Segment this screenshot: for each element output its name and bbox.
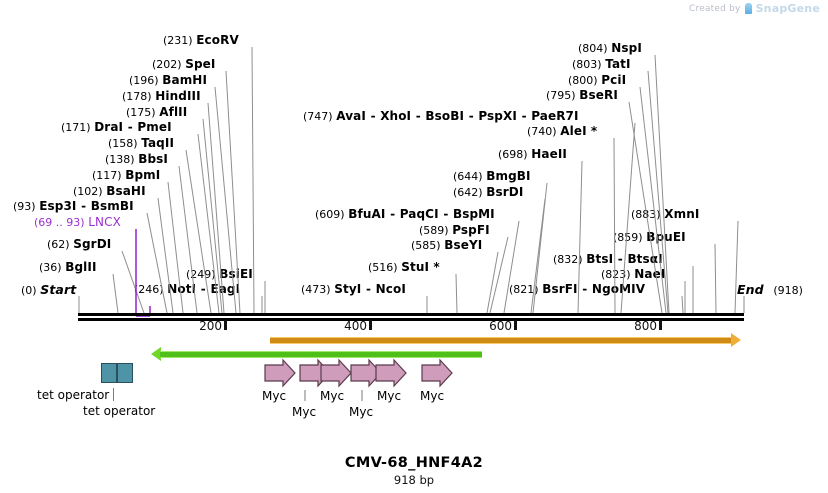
orf-green-reverse[interactable] bbox=[151, 347, 482, 361]
sequence-start-label[interactable]: (0) Start bbox=[21, 282, 77, 297]
enzyme-label-TatI[interactable]: (803) TatI bbox=[572, 57, 631, 72]
orf-orange-bar bbox=[270, 337, 732, 344]
enzyme-label-TaqII[interactable]: (158) TaqII bbox=[108, 136, 175, 151]
enzyme-label-PciI[interactable]: (800) PciI bbox=[568, 73, 627, 88]
enzyme-label-NotI-EagI[interactable]: (246) NotI - EagI bbox=[134, 282, 241, 297]
lncx-feature-bracket bbox=[135, 229, 151, 317]
enzyme-label-StyI-NcoI[interactable]: (473) StyI - NcoI bbox=[301, 282, 406, 297]
snapgene-logo-icon bbox=[744, 3, 752, 14]
enzyme-label-HaeII[interactable]: (698) HaeII bbox=[498, 147, 567, 162]
feature-label-myc-4[interactable]: Myc bbox=[349, 405, 374, 419]
enzyme-label-PspFI[interactable]: (589) PspFI bbox=[419, 223, 490, 238]
myc-arrow-2 bbox=[299, 358, 331, 388]
enzyme-label-BpuEI[interactable]: (859) BpuEI bbox=[613, 230, 686, 245]
enzyme-label-NaeI[interactable]: (823) NaeI bbox=[601, 267, 666, 282]
ruler-tick-600 bbox=[514, 320, 517, 330]
enzyme-label-AvaI-XhoI-BsoBI-PspXI-PaeR7I[interactable]: (747) AvaI - XhoI - BsoBI - PspXI - PaeR… bbox=[303, 109, 579, 124]
sequence-end-label[interactable]: End (918) bbox=[737, 282, 803, 297]
enzyme-label-EcoRV[interactable]: (231) EcoRV bbox=[163, 33, 239, 48]
enzyme-label-AflII[interactable]: (175) AflII bbox=[126, 105, 188, 120]
myc-arrow-3 bbox=[320, 358, 352, 388]
feature-label-tet-operator-1[interactable]: tet operator bbox=[37, 388, 110, 402]
feature-label-tet-operator-2[interactable]: tet operator bbox=[83, 404, 156, 418]
ruler-label-600: 600 bbox=[489, 319, 512, 333]
enzyme-label-BsiEI[interactable]: (249) BsiEI bbox=[186, 267, 253, 282]
enzyme-label-BsrFI-NgoMIV[interactable]: (821) BsrFI - NgoMIV bbox=[509, 282, 646, 297]
feature-box-tet-operator-2[interactable] bbox=[117, 363, 133, 383]
feature-label-LNCX[interactable]: (69 .. 93) LNCX bbox=[34, 215, 121, 230]
enzyme-label-StuI[interactable]: (516) StuI * bbox=[368, 260, 440, 275]
myc-arrow-1 bbox=[264, 358, 296, 388]
watermark-prefix: Created by bbox=[689, 3, 741, 14]
plasmid-length: 918 bp bbox=[393, 473, 435, 487]
ruler-tick-400 bbox=[369, 320, 372, 330]
ruler-label-400: 400 bbox=[344, 319, 367, 333]
ruler-tick-200 bbox=[224, 320, 227, 330]
sequence-backbone-top bbox=[78, 313, 744, 316]
watermark-brand: SnapGene bbox=[755, 2, 820, 15]
ruler-label-800: 800 bbox=[634, 319, 657, 333]
orf-green-arrowhead bbox=[151, 347, 161, 361]
enzyme-label-SpeI[interactable]: (202) SpeI bbox=[152, 57, 216, 72]
feature-label-myc-1[interactable]: Myc bbox=[262, 389, 287, 403]
enzyme-label-AleI[interactable]: (740) AleI * bbox=[527, 124, 598, 139]
enzyme-label-BseRI[interactable]: (795) BseRI bbox=[546, 88, 618, 103]
ruler-label-200: 200 bbox=[199, 319, 222, 333]
enzyme-label-BmgBI[interactable]: (644) BmgBI bbox=[453, 169, 531, 184]
feature-box-tet-operator-1[interactable] bbox=[101, 363, 117, 383]
sequence-backbone-bottom bbox=[78, 318, 744, 321]
feature-label-myc-6[interactable]: Myc bbox=[420, 389, 445, 403]
feature-label-myc-3[interactable]: Myc bbox=[320, 389, 345, 403]
ruler-tick-800 bbox=[659, 320, 662, 330]
enzyme-label-BamHI[interactable]: (196) BamHI bbox=[129, 73, 208, 88]
orf-orange-arrowhead bbox=[731, 333, 741, 347]
myc-arrow-5 bbox=[375, 358, 407, 388]
enzyme-label-HindIII[interactable]: (178) HindIII bbox=[122, 89, 201, 104]
enzyme-label-XmnI[interactable]: (883) XmnI bbox=[631, 207, 700, 222]
enzyme-label-BsaHI[interactable]: (102) BsaHI bbox=[73, 184, 146, 199]
snapgene-watermark: Created by SnapGene bbox=[689, 2, 820, 15]
enzyme-label-BseYI[interactable]: (585) BseYI bbox=[411, 238, 483, 253]
orf-green-bar bbox=[160, 351, 482, 358]
enzyme-label-BglII[interactable]: (36) BglII bbox=[39, 260, 97, 275]
feature-label-myc-5[interactable]: Myc bbox=[377, 389, 402, 403]
enzyme-label-SgrDI[interactable]: (62) SgrDI bbox=[47, 237, 112, 252]
plasmid-title: CMV-68_HNF4A2 bbox=[344, 455, 484, 471]
enzyme-label-BpmI[interactable]: (117) BpmI bbox=[92, 168, 161, 183]
enzyme-label-Esp3I-BsmBI[interactable]: (93) Esp3I - BsmBI bbox=[13, 199, 134, 214]
enzyme-label-DraI-PmeI[interactable]: (171) DraI - PmeI bbox=[61, 120, 172, 135]
orf-orange-forward[interactable] bbox=[270, 333, 741, 347]
tet-operator-leader-tick bbox=[113, 388, 114, 401]
myc-arrow-4 bbox=[350, 358, 382, 388]
enzyme-label-BsrDI[interactable]: (642) BsrDI bbox=[453, 185, 524, 200]
enzyme-label-NspI[interactable]: (804) NspI bbox=[578, 41, 642, 56]
enzyme-label-BbsI[interactable]: (138) BbsI bbox=[105, 152, 168, 167]
feature-label-myc-2[interactable]: Myc bbox=[292, 405, 317, 419]
enzyme-label-BfuAI-PaqCI-BspMI[interactable]: (609) BfuAI - PaqCI - BspMI bbox=[315, 207, 495, 222]
myc-arrow-6 bbox=[421, 358, 453, 388]
enzyme-label-BtsI-BtsaI[interactable]: (832) BtsI - BtsαI bbox=[553, 252, 663, 267]
